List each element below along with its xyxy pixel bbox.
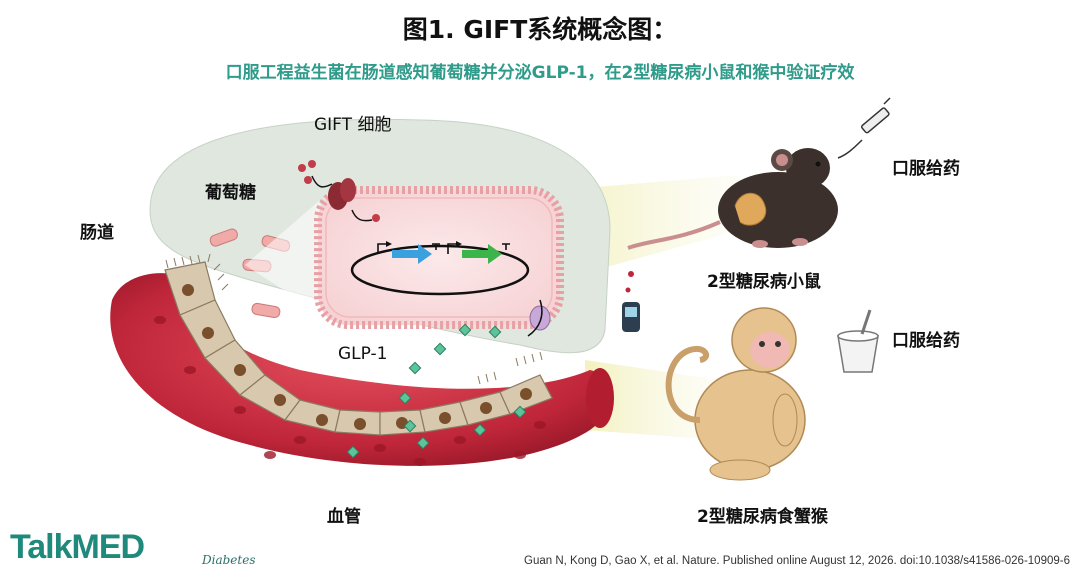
syringe-icon xyxy=(837,97,891,159)
vessel-end xyxy=(586,368,614,428)
gift-cell-membrane xyxy=(314,186,564,329)
secretion-transporter xyxy=(529,305,551,331)
brand-logo: TalkMED xyxy=(10,528,145,566)
page-subtitle: 口服工程益生菌在肠道感知葡萄糖并分泌GLP-1，在2型糖尿病小鼠和猴中验证疗效 xyxy=(225,63,855,83)
citation: Guan N, Kong D, Gao X, et al. Nature. Pu… xyxy=(524,555,1070,567)
label-intestine: 肠道 xyxy=(80,223,114,243)
monkey-illustration xyxy=(665,307,806,481)
label-monkey: 2型糖尿病食蟹猴 xyxy=(697,507,828,527)
page-title: 图1. GIFT系统概念图： xyxy=(402,15,678,44)
glucose-sensor xyxy=(328,178,356,210)
yogurt-cup-icon xyxy=(837,309,879,373)
cell-nuclei xyxy=(182,284,532,430)
label-mouse: 2型糖尿病小鼠 xyxy=(707,272,821,292)
label-glucose: 葡萄糖 xyxy=(205,183,256,203)
glucose-arrow xyxy=(311,175,333,188)
microvilli xyxy=(165,253,543,385)
promoters xyxy=(377,243,510,254)
secretion-arrow xyxy=(527,299,543,337)
zoom-cone xyxy=(245,200,330,320)
red-blood-cells xyxy=(154,316,546,466)
label-glp1: GLP-1 xyxy=(338,344,388,364)
label-blood-vessel: 血管 xyxy=(327,507,361,527)
label-oral-admin-mouse: 口服给药 xyxy=(892,159,960,179)
promoter-arrowheads xyxy=(386,241,462,247)
label-gift-cell: GIFT 细胞 xyxy=(314,115,392,135)
mouse-illustration xyxy=(627,148,838,250)
gift-cell-inner xyxy=(325,197,553,318)
glucose-molecules xyxy=(298,160,380,222)
plasmid xyxy=(350,244,530,296)
sensor-arrow xyxy=(351,209,373,222)
glucometer-icon xyxy=(622,271,640,332)
brand-sub: Diabetes xyxy=(202,553,256,567)
gene-green xyxy=(462,244,502,264)
glp1-markers xyxy=(346,323,527,459)
label-oral-admin-monkey: 口服给药 xyxy=(892,331,960,351)
gene-blue xyxy=(392,244,432,264)
